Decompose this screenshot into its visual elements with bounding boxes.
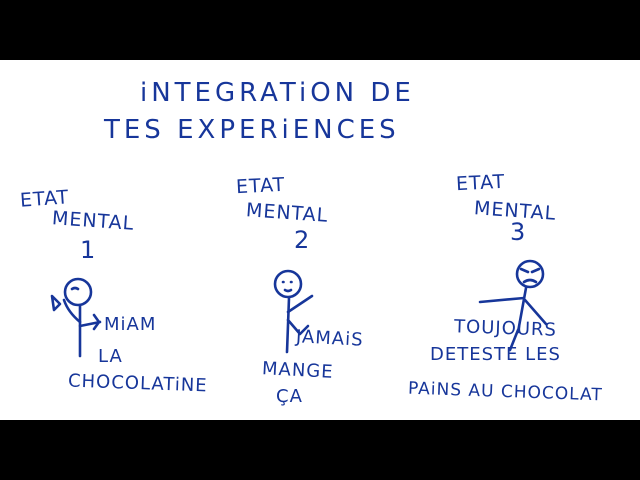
state-3-number: 3 [510, 218, 527, 246]
title-line-1: iNTEGRATiON DE [140, 78, 415, 108]
state-1-number: 1 [80, 236, 97, 264]
title-line-2: TES EXPERiENCES [104, 115, 400, 145]
stick-figures [50, 259, 548, 358]
stick-figure-2-refusing [273, 269, 314, 354]
whiteboard: iNTEGRATiON DE TES EXPERiENCES ETAT MENT… [0, 60, 640, 420]
state-2-number: 2 [294, 226, 311, 254]
stick-figure-3-angry [478, 259, 548, 352]
state-3-note-line-2: DETESTE LES [430, 344, 561, 365]
state-1-note-line-2: LA [98, 346, 123, 367]
state-1-note-line-1: MiAM [104, 314, 157, 335]
stick-figure-1-eating [50, 277, 102, 358]
state-2-note-line-3: ÇA [276, 386, 303, 407]
